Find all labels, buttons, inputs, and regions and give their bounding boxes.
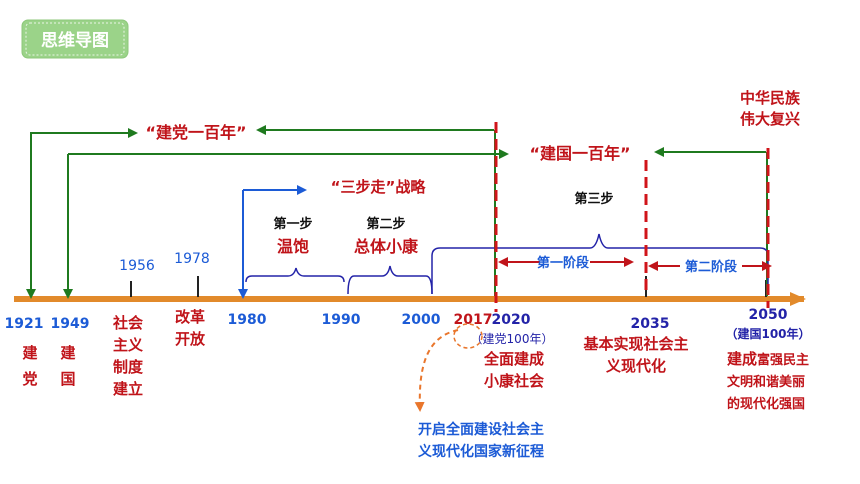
year-1956: 1956 <box>119 258 155 274</box>
event-2020-line1: 全面建成 <box>483 350 544 368</box>
three-steps-label: “三步走”战略 <box>331 178 427 196</box>
event-1978-line2: 开放 <box>175 330 206 348</box>
year-2035: 2035 <box>631 316 670 332</box>
event-2050-note: （建国100年） <box>725 326 810 341</box>
event-1956-line3: 制度 <box>113 358 144 376</box>
nation-century-bracket: “建国一百年” <box>63 144 768 299</box>
three-steps-bracket: “三步走”战略 <box>238 178 427 299</box>
step3-label: 第三步 <box>574 191 613 207</box>
year-2017-highlight <box>453 323 483 349</box>
new-journey-pointer <box>414 329 459 412</box>
nation-century-label: “建国一百年” <box>529 144 630 163</box>
year-2020: 2020 <box>492 312 531 328</box>
party-century-label: “建党一百年” <box>145 123 246 142</box>
event-1956-line2: 主义 <box>113 336 143 354</box>
year-1978: 1978 <box>174 251 210 267</box>
rejuvenation-line1: 中华民族 <box>740 89 801 107</box>
event-1921-line2: 党 <box>22 370 37 388</box>
step2-label: 第二步 <box>366 216 405 232</box>
event-labels: 建 党 建 国 社会 主义 制度 建立 改革 开放 （建党100年） 全面建成 … <box>22 89 810 412</box>
event-2035-line1: 基本实现社会主 <box>582 335 688 353</box>
step2-goal: 总体小康 <box>354 237 419 256</box>
event-2050-line1: 建成富强民主 <box>727 350 809 368</box>
event-2020-line2: 小康社会 <box>484 372 544 390</box>
party-century-bracket: “建党一百年” <box>26 123 496 299</box>
phase1-arrow: 第一阶段 <box>498 255 634 271</box>
event-2050-rest: 富强民主 <box>757 352 809 368</box>
step-braces <box>245 233 769 295</box>
year-2050: 2050 <box>749 307 788 323</box>
axis-ticks <box>130 276 767 297</box>
new-journey-text: 开启全面建设社会主 义现代化国家新征程 <box>418 421 544 460</box>
milestone-dashes <box>494 122 770 312</box>
event-2050-pre: 建成 <box>727 350 757 368</box>
event-1949-line2: 国 <box>60 370 75 388</box>
event-2017-line1: 开启全面建设社会主 <box>418 421 544 438</box>
year-1980: 1980 <box>228 312 267 328</box>
mindmap-badge: 思维导图 <box>21 19 129 59</box>
phase1-label: 第一阶段 <box>537 255 589 271</box>
event-2020-note: （建党100年） <box>471 331 554 346</box>
event-1921-line1: 建 <box>22 344 38 362</box>
rejuvenation-line2: 伟大复兴 <box>740 110 800 128</box>
year-2000: 2000 <box>402 312 441 328</box>
event-1978-line1: 改革 <box>175 308 205 326</box>
badge-label: 思维导图 <box>41 30 109 51</box>
year-1990: 1990 <box>322 312 361 328</box>
event-1956-line4: 建立 <box>113 380 143 398</box>
step1-label: 第一步 <box>273 216 312 232</box>
year-2017: 2017 <box>454 312 493 328</box>
step1-goal: 温饱 <box>276 237 309 256</box>
event-2050-line2: 文明和谐美丽 <box>727 374 805 390</box>
event-2035-line2: 义现代化 <box>606 357 666 375</box>
event-1949-line1: 建 <box>60 344 76 362</box>
event-2017-line2: 义现代化国家新征程 <box>418 443 544 460</box>
year-labels: 1921 1949 1956 1978 1980 1990 2000 2017 … <box>5 251 788 332</box>
event-2050-line3: 的现代化强国 <box>727 396 805 412</box>
event-1956-line1: 社会 <box>112 314 143 332</box>
phase2-label: 第二阶段 <box>685 259 737 275</box>
year-1921: 1921 <box>5 316 44 332</box>
year-1949: 1949 <box>51 316 90 332</box>
phase2-arrow: 第二阶段 <box>648 259 772 275</box>
